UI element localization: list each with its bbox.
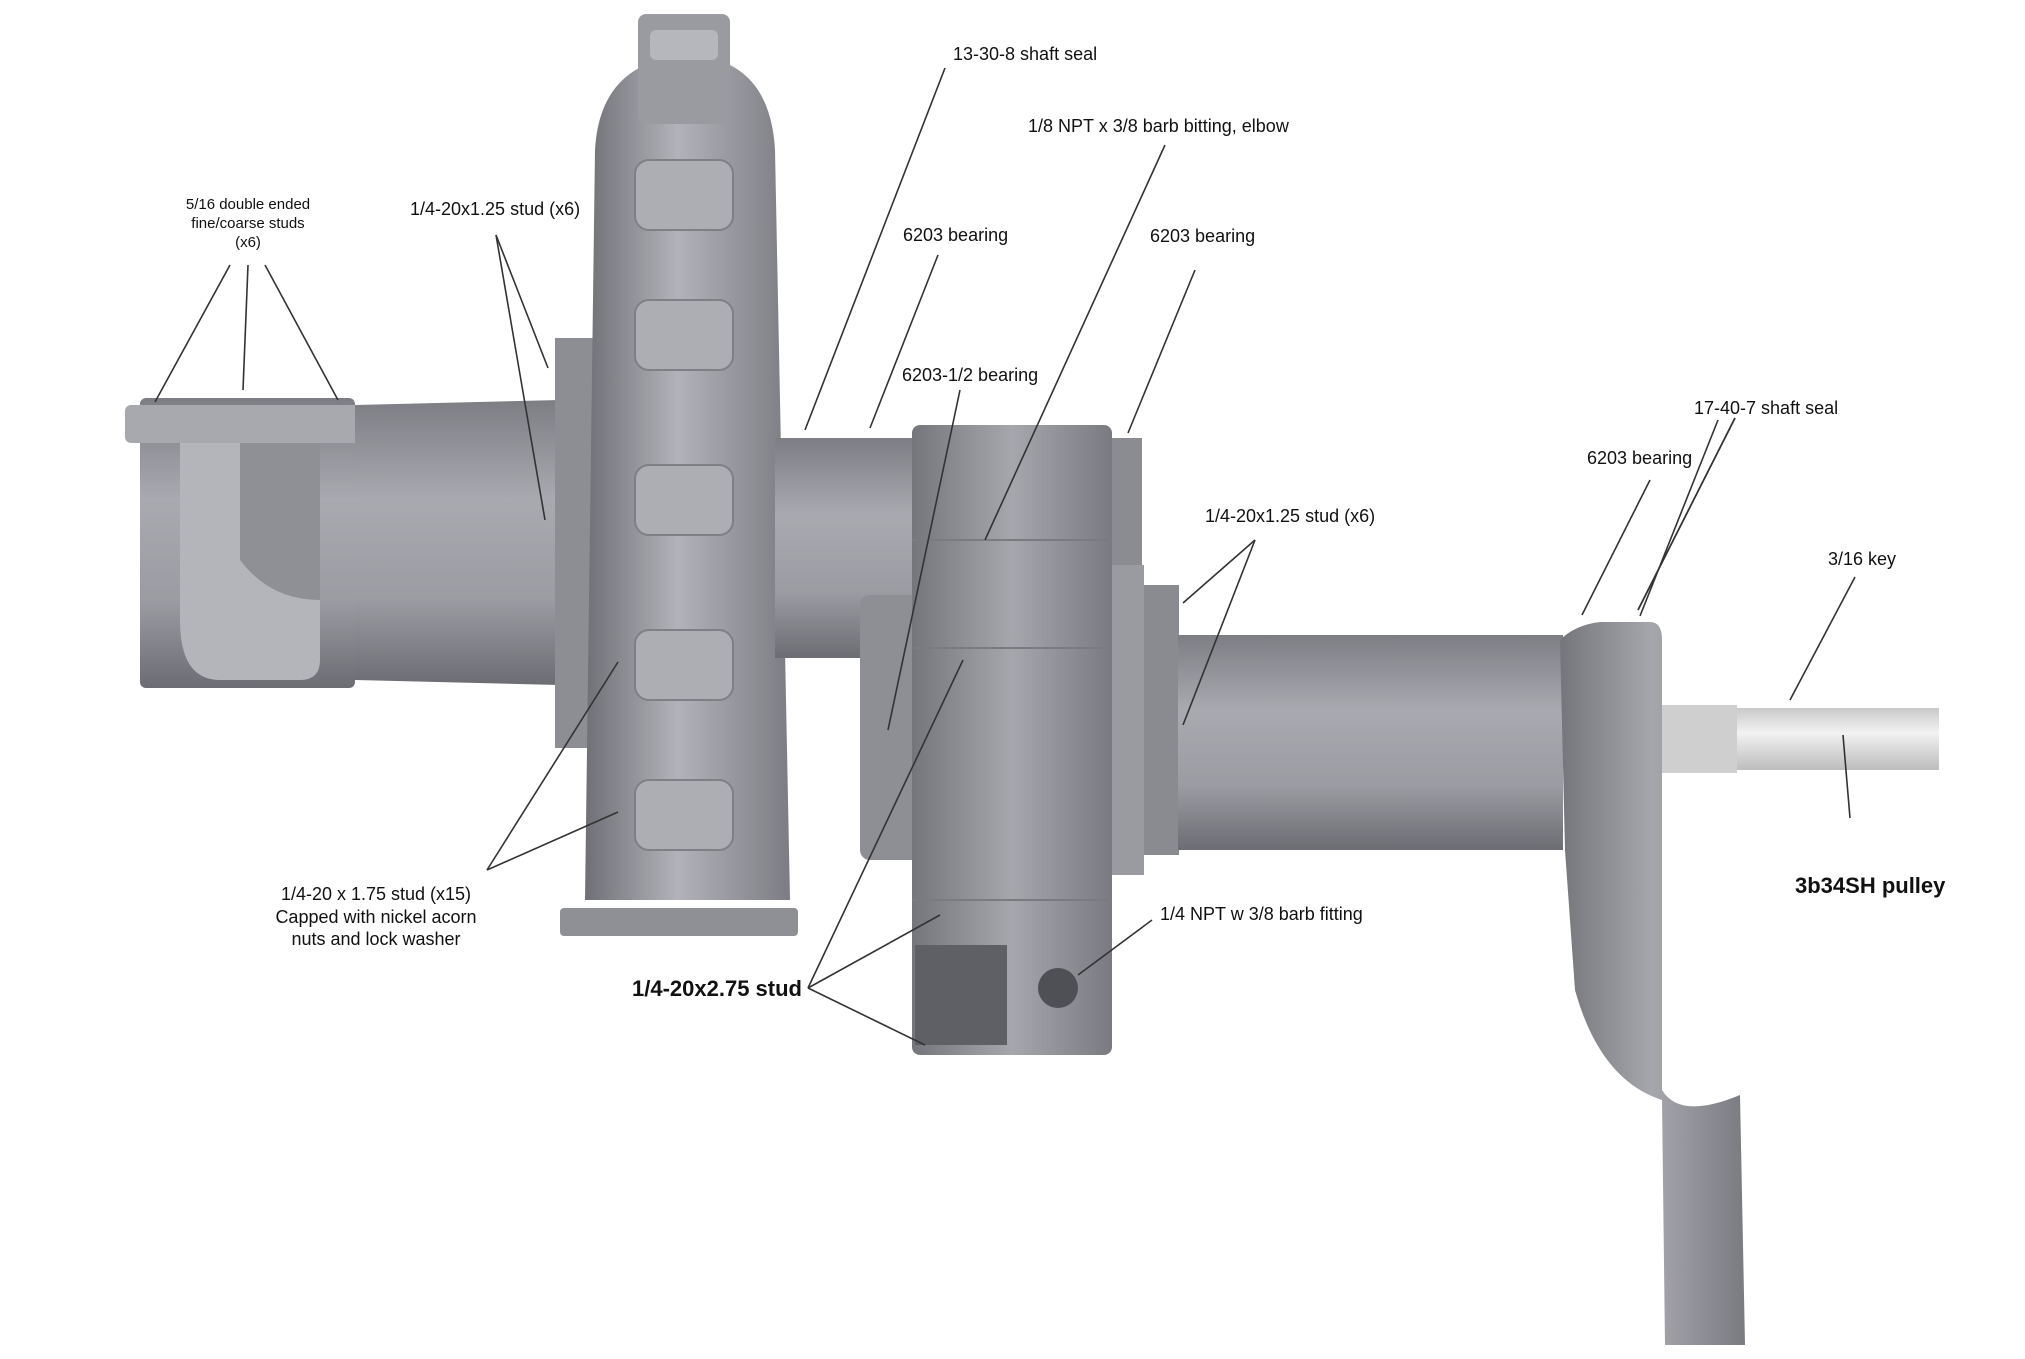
label-stud-2-75: 1/4-20x2.75 stud [632,976,802,1001]
label-bearing-6203-a: 6203 bearing [903,225,1009,245]
label-shaft-seal-17-40-7: 17-40-7 shaft seal [1694,398,1839,418]
bearing-block [860,425,1179,1055]
label-bearing-6203-c: 6203 bearing [1587,448,1693,468]
leader-lines [154,67,1856,1046]
label-key-3-16: 3/16 key [1828,549,1897,569]
label-stud-1-75: 1/4-20 x 1.75 stud (x15) Capped with nic… [275,884,477,949]
label-stud-1-25-top: 1/4-20x1.25 stud (x6) [410,199,581,219]
label-npt-elbow-fitting: 1/8 NPT x 3/8 barb bitting, elbow [1028,116,1289,136]
label-bearing-6203-b: 6203 bearing [1150,226,1256,246]
label-shaft-seal-13-30-8: 13-30-8 shaft seal [953,44,1098,64]
label-double-ended-studs: 5/16 double ended fine/coarse studs (x6) [185,196,311,251]
shaft-housing [1178,622,1745,1345]
label-stud-1-25-mid: 1/4-20x1.25 stud (x6) [1205,506,1376,526]
drive-shaft [1662,705,1939,773]
label-bearing-6203-half: 6203-1/2 bearing [902,365,1039,385]
label-pulley-3b34sh: 3b34SH pulley [1795,873,1946,898]
label-barb-fitting: 1/4 NPT w 3/8 barb fitting [1160,904,1363,924]
volute-casing [560,14,798,936]
